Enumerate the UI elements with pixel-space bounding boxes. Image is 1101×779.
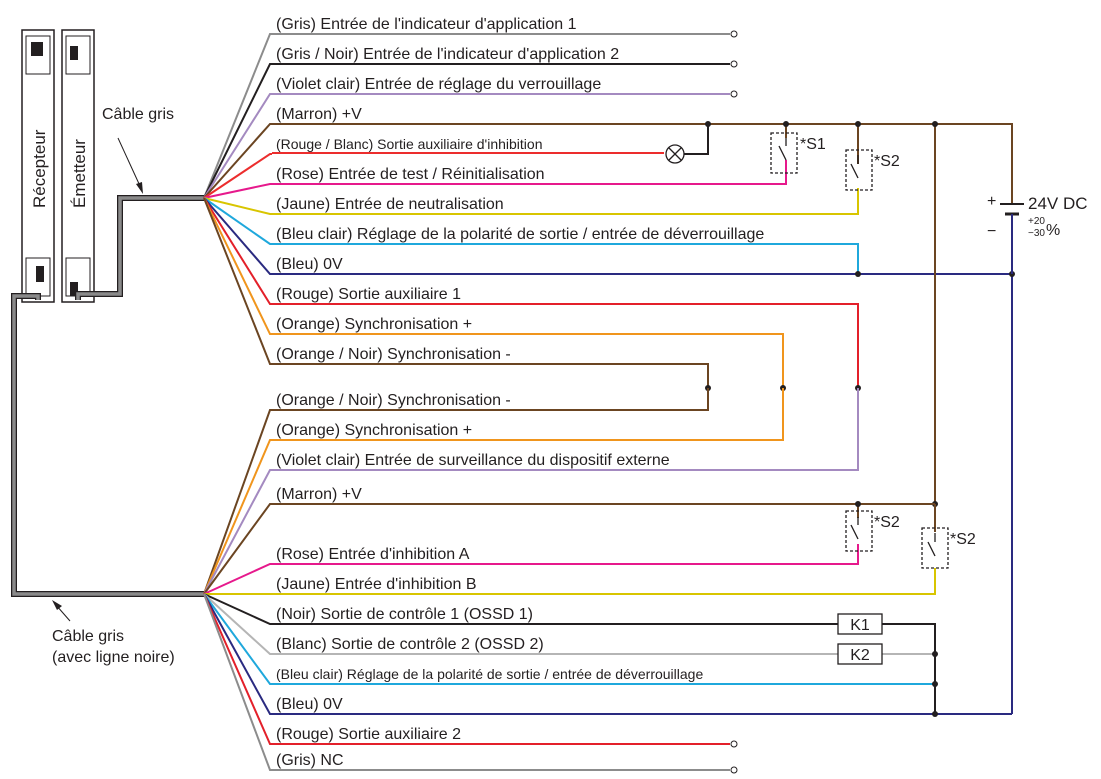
switch-s1: *S1 (770, 132, 826, 174)
receiver-unit: Récepteur (21, 29, 55, 303)
bottom-wire-2 (203, 439, 272, 595)
top-wire-label-1: (Gris) Entrée de l'indicateur d'applicat… (276, 16, 577, 33)
power-tol-lower: −30 (1028, 228, 1045, 239)
muting-b-wire (272, 568, 936, 595)
switch-s2-override: *S2 (845, 149, 900, 191)
top-wire-1 (203, 33, 272, 199)
bottom-wire-label-2: (Orange) Synchronisation + (276, 422, 472, 439)
aux1-wire (272, 303, 859, 388)
top-wire-8 (203, 197, 272, 245)
bottom-wire-label-12: (Gris) NC (276, 752, 344, 769)
top-wire-5 (203, 153, 272, 199)
cable-bottom-label-1: Câble gris (52, 628, 124, 645)
relay-k1: K1 (837, 613, 883, 635)
top-wire-3 (203, 93, 272, 199)
power-minus: − (987, 223, 996, 240)
k2-label: K2 (850, 647, 870, 664)
power-voltage: 24V DC (1028, 194, 1088, 213)
k1-label: K1 (850, 617, 870, 634)
bottom-wire-label-4: (Marron) +V (276, 486, 362, 503)
bottom-wire-label-3: (Violet clair) Entrée de surveillance du… (276, 452, 670, 469)
s2-muting-b-label: *S2 (950, 531, 976, 548)
top-wire-label-7: (Jaune) Entrée de neutralisation (276, 196, 504, 213)
top-wire-label-9: (Bleu) 0V (276, 256, 343, 273)
bottom-wire-7 (203, 593, 272, 625)
top-open-terminals (272, 30, 738, 98)
cable-top-callout: Câble gris (102, 106, 174, 194)
power-plus: + (987, 193, 996, 210)
bottom-wire-label-10: (Bleu) 0V (276, 696, 343, 713)
bottom-wire-label-6: (Jaune) Entrée d'inhibition B (276, 576, 477, 593)
emitter-unit: Émetteur (61, 29, 95, 303)
bottom-wire-label-5: (Rose) Entrée d'inhibition A (276, 546, 470, 563)
test-reset-wire (272, 160, 787, 185)
cable-bottom-callout: Câble gris (avec ligne noire) (52, 600, 175, 666)
plus-v-rail-top (270, 123, 1013, 194)
edm-wire (272, 388, 859, 471)
bottom-wire-10 (203, 593, 272, 715)
top-wire-label-4: (Marron) +V (276, 106, 362, 123)
bottom-wire-label-1: (Orange / Noir) Synchronisation - (276, 392, 511, 409)
top-wire-label-10: (Rouge) Sortie auxiliaire 1 (276, 286, 461, 303)
cable-top-label: Câble gris (102, 106, 174, 123)
top-wire-label-11: (Orange) Synchronisation + (276, 316, 472, 333)
switch-s2-muting-a: *S2 (845, 510, 900, 552)
polarity-wire-top (272, 243, 859, 274)
s2-muting-a-label: *S2 (874, 514, 900, 531)
bottom-wire-label-8: (Blanc) Sortie de contrôle 2 (OSSD 2) (276, 636, 544, 653)
bottom-wire-5 (203, 563, 272, 595)
top-wire-7 (203, 197, 272, 215)
power-percent: % (1046, 222, 1060, 239)
top-wire-label-3: (Violet clair) Entrée de réglage du verr… (276, 76, 601, 93)
top-wire-2 (203, 63, 272, 199)
top-wire-6 (203, 183, 272, 199)
bottom-wire-8 (203, 593, 272, 655)
top-wire-4 (203, 123, 272, 199)
fan-out-bottom: (Orange / Noir) Synchronisation - (Orange… (203, 392, 703, 771)
fan-out-top: (Gris) Entrée de l'indicateur d'applicat… (203, 16, 764, 365)
bottom-external-wiring: *S2 *S2 K1 K2 (272, 388, 1012, 774)
override-wire (272, 188, 859, 215)
s1-label: *S1 (800, 136, 826, 153)
top-wire-label-8: (Bleu clair) Réglage de la polarité de s… (276, 226, 764, 243)
switch-s2-muting-b: *S2 (921, 527, 976, 569)
bottom-wire-11 (203, 593, 272, 745)
top-wire-label-12: (Orange / Noir) Synchronisation - (276, 346, 511, 363)
top-wire-11 (203, 197, 272, 335)
bottom-wire-12 (203, 593, 272, 771)
bottom-wire-label-7: (Noir) Sortie de contrôle 1 (OSSD 1) (276, 606, 533, 623)
power-supply: + − 24V DC +20 −30 % (987, 193, 1088, 274)
lamp-indicator (665, 144, 685, 164)
bottom-wire-9 (203, 593, 272, 685)
emitter-label: Émetteur (70, 139, 89, 208)
relay-k2: K2 (837, 643, 883, 665)
top-wire-9 (203, 197, 272, 275)
bottom-wire-label-11: (Rouge) Sortie auxiliaire 2 (276, 726, 461, 743)
cable-bottom-label-2: (avec ligne noire) (52, 649, 175, 666)
top-external-wiring: *S1 *S2 (270, 121, 1015, 714)
top-wire-label-2: (Gris / Noir) Entrée de l'indicateur d'a… (276, 46, 619, 63)
top-wire-10 (203, 197, 272, 305)
receiver-label: Récepteur (30, 129, 49, 208)
top-wire-12 (203, 197, 272, 365)
top-wire-label-5: (Rouge / Blanc) Sortie auxiliaire d'inhi… (276, 136, 542, 152)
bottom-wire-1 (203, 409, 272, 595)
bottom-wire-3 (203, 469, 272, 595)
bottom-wire-label-9: (Bleu clair) Réglage de la polarité de s… (276, 666, 703, 682)
top-wire-label-6: (Rose) Entrée de test / Réinitialisation (276, 166, 545, 183)
cables (11, 195, 204, 597)
bottom-wire-4 (203, 503, 272, 595)
power-tol-upper: +20 (1028, 216, 1045, 227)
s2-override-label: *S2 (874, 153, 900, 170)
